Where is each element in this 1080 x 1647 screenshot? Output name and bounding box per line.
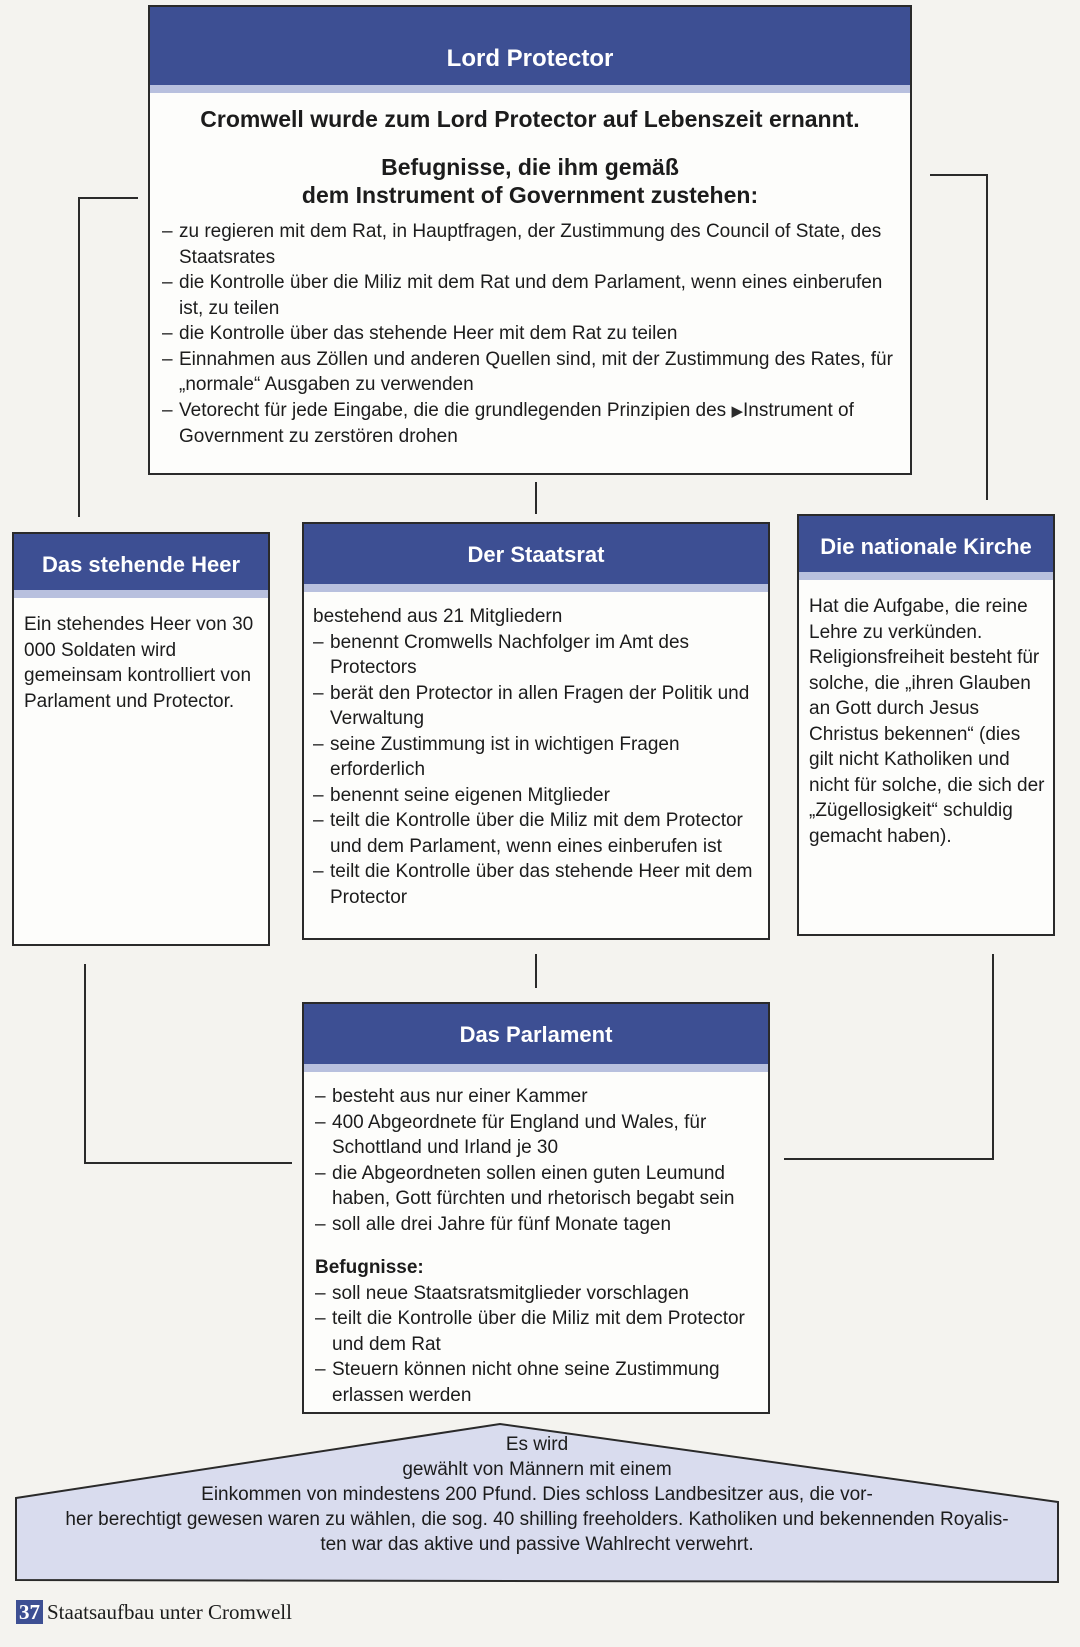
electorate-line1: Es wird [505, 1434, 569, 1455]
connector-right-bottom-v [992, 954, 994, 1160]
list-item: berät den Protector in allen Fragen der … [313, 681, 758, 732]
figure-title: Staatsaufbau unter Cromwell [47, 1600, 292, 1624]
connector-right-bottom-h [784, 1158, 994, 1160]
staatsrat-title: Der Staatsrat [304, 524, 768, 592]
electorate-line5: ten war das aktive und passive Wahlrecht… [320, 1534, 754, 1555]
list-item: die Kontrolle über das stehende Heer mit… [162, 321, 896, 347]
connector-center-bottom [535, 954, 537, 988]
list-item: Einnahmen aus Zöllen und anderen Quellen… [162, 347, 896, 398]
connector-left-top-h [78, 197, 138, 199]
connector-center-top [535, 482, 537, 514]
house-outline [15, 1422, 1059, 1584]
kirche-box: Die nationale Kirche Hat die Aufgabe, di… [797, 514, 1055, 936]
parlament-title: Das Parlament [304, 1004, 768, 1072]
electorate-line2: gewählt von Männern mit einem [402, 1459, 672, 1480]
lord-protector-title: Lord Protector [150, 7, 910, 93]
connector-right-top-h [930, 174, 988, 176]
heer-box: Das stehende Heer Ein stehendes Heer von… [12, 532, 270, 946]
staatsrat-body: bestehend aus 21 Mitgliedern benennt Cro… [304, 592, 768, 910]
list-item: teilt die Kontrolle über die Miliz mit d… [313, 808, 758, 859]
lord-protector-subtitle-line2: dem Instrument of Government zustehen: [301, 182, 759, 208]
lord-protector-subtitle-line1: Befugnisse, die ihm gemäß [381, 154, 679, 180]
staatsrat-box: Der Staatsrat bestehend aus 21 Mitgliede… [302, 522, 770, 940]
connector-left-bottom-h [84, 1162, 292, 1164]
veto-text-after: zu zerstören drohen [288, 426, 458, 447]
figure-number: 37 [16, 1600, 43, 1624]
veto-text-before: Vetorecht für jede Eingabe, die die grun… [179, 399, 727, 421]
parlament-body: besteht aus nur einer Kammer 400 Abgeord… [304, 1072, 768, 1408]
instrument-link[interactable]: Instrument of Government [179, 399, 854, 448]
heer-title: Das stehende Heer [14, 534, 268, 598]
lord-protector-list: zu regieren mit dem Rat, in Hauptfragen,… [150, 209, 910, 450]
parlament-box: Das Parlament besteht aus nur einer Kamm… [302, 1002, 770, 1414]
list-item: besteht aus nur einer Kammer [315, 1084, 758, 1110]
list-item: teilt die Kontrolle über das stehende He… [313, 859, 758, 910]
list-item: soll neue Staatsratsmitglieder vorschlag… [315, 1281, 758, 1307]
list-item: die Kontrolle über die Miliz mit dem Rat… [162, 270, 896, 321]
list-item: benennt Cromwells Nachfolger im Amt des … [313, 630, 758, 681]
list-item: seine Zustimmung ist in wichtigen Fragen… [313, 732, 758, 783]
arrow-right-icon: ▶ [731, 402, 743, 420]
list-item: benennt seine eigenen Mitglieder [313, 783, 758, 809]
list-item: die Abgeordneten sollen einen guten Leum… [315, 1161, 758, 1212]
lord-protector-box: Lord Protector Cromwell wurde zum Lord P… [148, 5, 912, 475]
list-item: zu regieren mit dem Rat, in Hauptfragen,… [162, 219, 896, 270]
electorate-line3: Einkommen von mindestens 200 Pfund. Dies… [201, 1484, 873, 1505]
connector-right-top-v [986, 174, 988, 500]
list-item: Steuern können nicht ohne seine Zustimmu… [315, 1357, 758, 1408]
list-item: soll alle drei Jahre für fünf Monate tag… [315, 1212, 758, 1238]
list-item: teilt die Kontrolle über die Miliz mit d… [315, 1306, 758, 1357]
lord-protector-intro: Cromwell wurde zum Lord Protector auf Le… [200, 106, 860, 132]
kirche-text: Hat die Aufgabe, die reine Lehre zu verk… [809, 596, 1045, 847]
list-item: Vetorecht für jede Eingabe, die die grun… [162, 398, 896, 450]
lord-protector-subtitle: Befugnisse, die ihm gemäß dem Instrument… [150, 153, 910, 209]
electorate-text: Es wird gewählt von Männern mit einem Ei… [16, 1432, 1058, 1557]
connector-left-bottom-v [84, 964, 86, 1164]
electorate-line4: her berechtigt gewesen waren zu wählen, … [65, 1509, 1009, 1530]
parlament-befugnisse-label: Befugnisse: [315, 1257, 424, 1278]
connector-left-top-v [78, 197, 80, 517]
list-item: 400 Abgeordnete für England und Wales, f… [315, 1110, 758, 1161]
heer-text: Ein stehendes Heer von 30 000 Soldaten w… [24, 614, 254, 712]
staatsrat-intro: bestehend aus 21 Mitgliedern [313, 606, 563, 627]
kirche-title: Die nationale Kirche [799, 516, 1053, 580]
